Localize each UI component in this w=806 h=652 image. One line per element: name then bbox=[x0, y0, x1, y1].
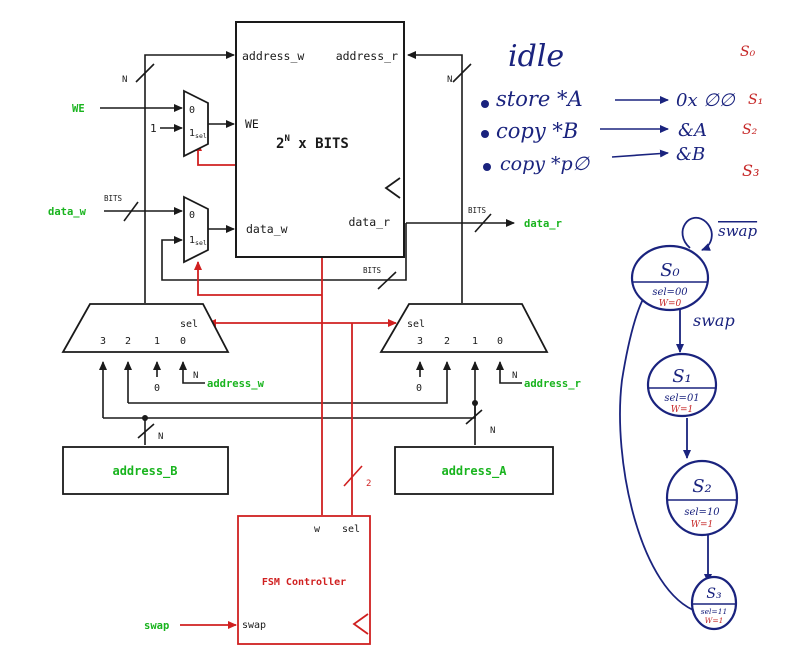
svg-text:S₂: S₂ bbox=[742, 122, 758, 138]
signal-data-r: data_r bbox=[524, 218, 562, 230]
state-s2: S₂ sel=10 W=1 bbox=[665, 459, 739, 537]
memory-title: 2N x BITS bbox=[276, 134, 349, 152]
bullet-icon bbox=[481, 100, 489, 108]
self-loop-s0 bbox=[681, 216, 713, 251]
svg-text:address_B: address_B bbox=[112, 464, 177, 479]
svg-text:N: N bbox=[193, 371, 198, 381]
svg-text:N: N bbox=[122, 75, 127, 85]
state-s0: S₀ sel=00 W=0 bbox=[630, 244, 710, 312]
svg-text:N: N bbox=[512, 371, 517, 381]
note-line-2: copy *B bbox=[496, 119, 578, 143]
svg-text:W=0: W=0 bbox=[659, 299, 682, 309]
svg-text:1: 1 bbox=[154, 336, 160, 347]
fsm-port-sel: sel bbox=[342, 524, 360, 535]
self-loop-label: swap bbox=[718, 222, 757, 240]
svg-text:1sel: 1sel bbox=[189, 235, 207, 247]
svg-text:S₂: S₂ bbox=[692, 476, 712, 497]
svg-text:0: 0 bbox=[189, 210, 195, 221]
svg-text:address_A: address_A bbox=[441, 464, 507, 479]
svg-text:W=1: W=1 bbox=[691, 520, 714, 530]
svg-text:sel=00: sel=00 bbox=[652, 287, 688, 298]
fsm-title: FSM Controller bbox=[262, 577, 346, 588]
svg-text:S₃: S₃ bbox=[742, 161, 759, 180]
memory-port-data-r: data_r bbox=[348, 215, 390, 229]
note-line-3: copy *p∅ bbox=[500, 153, 591, 175]
bus-width-slashes bbox=[123, 63, 492, 439]
const-zero-right: 0 bbox=[416, 383, 422, 394]
svg-text:sel=11: sel=11 bbox=[701, 607, 728, 616]
const-zero-left: 0 bbox=[154, 383, 160, 394]
note-line-1: store *A bbox=[496, 87, 583, 111]
svg-text:N: N bbox=[447, 75, 452, 85]
svg-text:&A: &A bbox=[678, 120, 707, 141]
junction-dots bbox=[142, 400, 478, 421]
bullet-icon bbox=[483, 163, 491, 171]
fsm-controller: FSM Controller w sel swap bbox=[237, 515, 371, 645]
edge-s3-s0 bbox=[619, 291, 699, 613]
svg-text:0x ∅∅: 0x ∅∅ bbox=[676, 90, 736, 111]
register-address-a: address_A bbox=[394, 446, 554, 495]
svg-text:BITS: BITS bbox=[104, 194, 123, 203]
data-mux: 0 1sel bbox=[183, 195, 209, 264]
svg-text:S₁: S₁ bbox=[748, 92, 763, 108]
fsm-port-w: w bbox=[314, 524, 321, 535]
signal-we: WE bbox=[72, 103, 85, 115]
svg-text:S₀: S₀ bbox=[660, 260, 680, 281]
datapath-wires bbox=[99, 51, 522, 445]
svg-text:BITS: BITS bbox=[468, 206, 487, 215]
fsm-clock-icon bbox=[352, 613, 369, 635]
notes-title: idle bbox=[508, 39, 564, 74]
svg-text:&B: &B bbox=[676, 144, 705, 165]
signal-address-w: address_w bbox=[207, 378, 265, 390]
state-diagram: swap swap S₀ sel=00 W=0 S₁ sel=01 W=1 S₂… bbox=[619, 216, 757, 631]
address-r-mux: sel 3 2 1 0 bbox=[379, 303, 549, 353]
notes-s0-tag: S₀ bbox=[740, 44, 756, 60]
address-w-mux: sel 3 2 1 0 bbox=[61, 303, 230, 353]
mux-sel-label: sel bbox=[407, 319, 425, 330]
we-mux: 0 1sel bbox=[183, 89, 209, 158]
transition-label: swap bbox=[693, 311, 735, 330]
memory-port-we: WE bbox=[245, 117, 259, 131]
bus-width-slash-red bbox=[343, 465, 363, 487]
memory-block: address_w address_r WE data_w data_r 2N … bbox=[235, 21, 405, 258]
mux-sel-label: sel bbox=[180, 319, 198, 330]
svg-text:N: N bbox=[490, 426, 495, 436]
svg-text:0: 0 bbox=[189, 105, 195, 116]
svg-text:W=1: W=1 bbox=[705, 616, 724, 625]
bullet-icon bbox=[481, 130, 489, 138]
state-s3: S₃ sel=11 W=1 bbox=[690, 575, 738, 631]
svg-text:1sel: 1sel bbox=[189, 128, 207, 140]
svg-text:3: 3 bbox=[100, 336, 106, 347]
svg-text:2: 2 bbox=[444, 336, 450, 347]
svg-text:sel=10: sel=10 bbox=[684, 507, 720, 518]
svg-text:1: 1 bbox=[472, 336, 478, 347]
signal-data-w: data_w bbox=[48, 206, 87, 218]
svg-text:S₃: S₃ bbox=[706, 586, 722, 602]
bus-width-labels: N N BITS BITS BITS N N N N 2 bbox=[104, 75, 517, 489]
signal-address-r: address_r bbox=[524, 378, 581, 390]
svg-text:0: 0 bbox=[180, 336, 186, 347]
svg-text:N: N bbox=[158, 432, 163, 442]
memory-port-data-w: data_w bbox=[246, 222, 288, 236]
svg-text:W=1: W=1 bbox=[671, 405, 694, 415]
svg-text:0: 0 bbox=[497, 336, 503, 347]
memory-port-address-w: address_w bbox=[242, 49, 304, 63]
svg-text:S₁: S₁ bbox=[672, 366, 692, 387]
memory-clock-icon bbox=[384, 177, 401, 199]
state-s1: S₁ sel=01 W=1 bbox=[646, 352, 718, 418]
const-one-label: 1 bbox=[150, 122, 157, 135]
register-address-b: address_B bbox=[62, 446, 229, 495]
handwritten-notes: idle S₀ store *A 0x ∅∅ S₁ copy *B &A S₂ … bbox=[481, 39, 763, 180]
svg-text:2: 2 bbox=[125, 336, 131, 347]
svg-text:3: 3 bbox=[417, 336, 423, 347]
signal-swap: swap bbox=[144, 620, 169, 632]
svg-text:2: 2 bbox=[366, 479, 371, 489]
memory-port-address-r: address_r bbox=[336, 49, 398, 63]
svg-text:BITS: BITS bbox=[363, 266, 382, 275]
signal-labels: WE data_w data_r address_w address_r swa… bbox=[48, 103, 581, 632]
svg-text:sel=01: sel=01 bbox=[664, 393, 699, 404]
fsm-port-swap: swap bbox=[242, 620, 266, 631]
